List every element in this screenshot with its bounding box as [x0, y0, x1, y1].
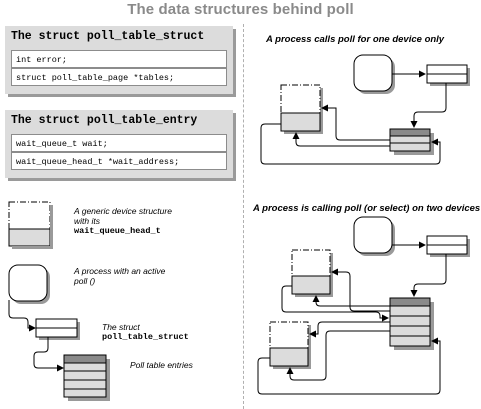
legend-process-icon [8, 264, 50, 304]
poll-table-struct-title: The struct poll_table_struct [11, 30, 205, 43]
legend-device-text: A generic device structure with its wait… [74, 206, 172, 236]
legend-device-icon [8, 201, 53, 249]
section-divider [243, 24, 244, 409]
poll-table-entry-box: The struct poll_table_entry wait_queue_t… [5, 110, 233, 178]
legend-entries-icon [63, 354, 110, 401]
legend-struct-icon [35, 318, 80, 340]
poll-table-struct-box: The struct poll_table_struct int error; … [5, 26, 233, 94]
legend-entries-text: Poll table entries [130, 360, 193, 370]
struct-field: int error; [11, 50, 227, 68]
legend-connector [8, 300, 36, 332]
diagram-two-heading: A process is calling poll (or select) on… [253, 203, 481, 214]
struct-field: wait_queue_t wait; [11, 134, 227, 152]
diagram-one [260, 54, 470, 165]
diagram-title: The data structures behind poll [127, 1, 354, 18]
diagram-two [257, 216, 470, 395]
legend-struct-text: The struct poll_table_struct [102, 322, 189, 342]
legend-connector [33, 337, 64, 372]
struct-field: struct poll_table_page *tables; [11, 68, 227, 86]
diagram-one-heading: A process calls poll for one device only [266, 34, 445, 45]
struct-field: wait_queue_head_t *wait_address; [11, 152, 227, 170]
legend-process-text: A process with an active poll () [74, 266, 166, 286]
poll-table-entry-title: The struct poll_table_entry [11, 114, 198, 127]
